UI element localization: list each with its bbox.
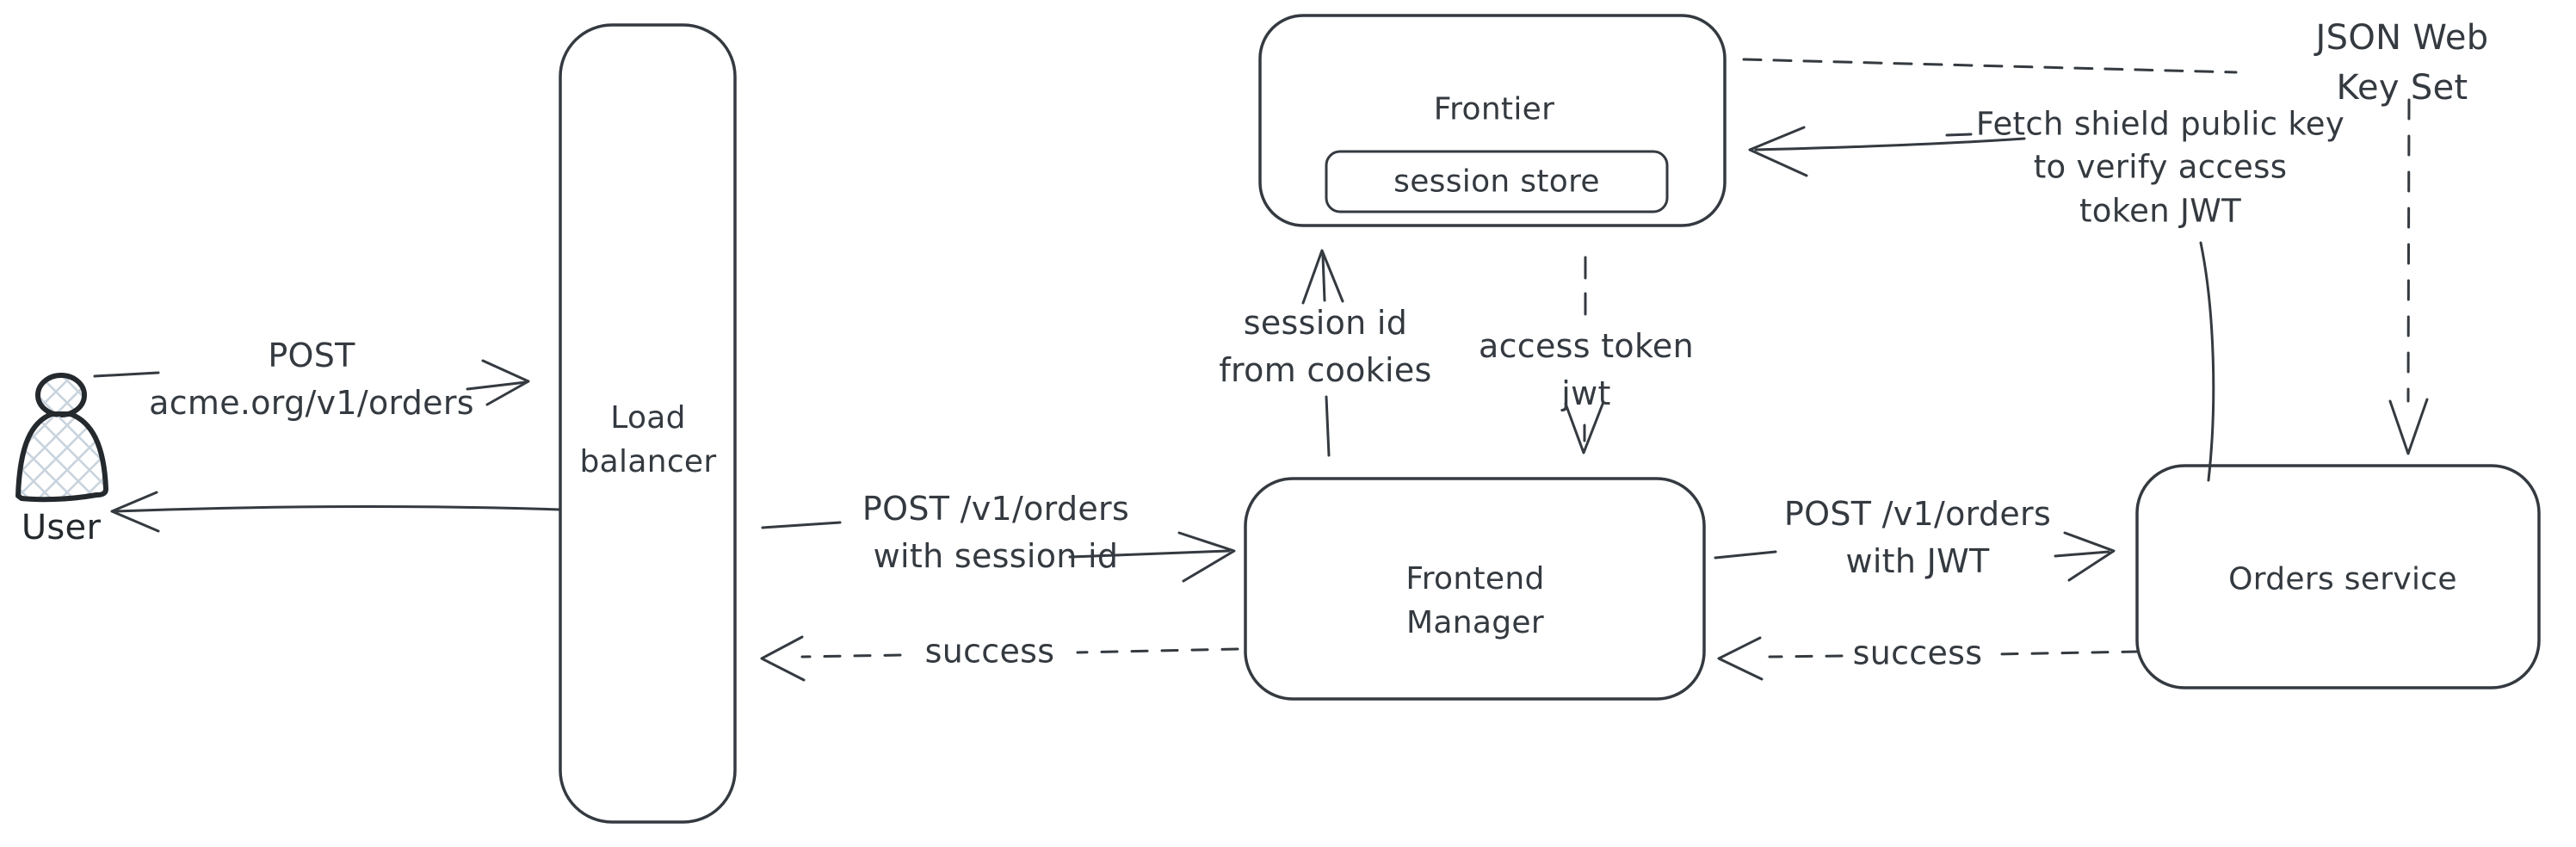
edge-label-access-token: access token jwt — [1479, 326, 1694, 412]
user-body-icon — [15, 411, 108, 503]
orders-service-label: Orders service — [2228, 561, 2457, 597]
edge-jwks-to-orders-arrowhead — [2388, 398, 2429, 455]
session-store-label: session store — [1393, 164, 1600, 200]
edge-fm-to-frontier — [1301, 249, 1344, 457]
frontend-manager-box — [1244, 477, 1706, 701]
user-head-icon — [35, 373, 87, 417]
orders-service-box — [2135, 464, 2541, 689]
edge-frontier-to-fm — [1564, 256, 1605, 454]
edge-label-post-acme: POST acme.org/v1/orders — [149, 336, 474, 422]
edge-orders-to-frontier-arrowhead — [1748, 126, 1808, 177]
edge-fm-to-orders — [1714, 531, 2116, 582]
edge-fm-to-frontier-line-lower — [1325, 395, 1331, 457]
edge-fm-to-lb-dashes-left — [800, 653, 902, 658]
edge-orders-to-fm-dashes-right — [1993, 650, 2140, 656]
edge-frontier-to-fm-arrowhead — [1564, 400, 1605, 454]
frontier-label: Frontier — [1433, 91, 1555, 127]
edge-label-fetch-key: Fetch shield public key to verify access… — [1975, 105, 2345, 230]
edge-fm-to-orders-arrowhead — [2063, 531, 2116, 582]
edge-orders-to-frontier — [1748, 126, 2215, 482]
edge-user-to-lb-line — [466, 380, 528, 391]
frontend-manager-label: Frontend Manager — [1405, 560, 1545, 640]
edge-lb-to-user — [110, 491, 561, 533]
edge-fm-to-frontier-line-upper — [1321, 254, 1326, 302]
user-label: User — [21, 508, 102, 547]
edge-fm-to-lb-arrowhead — [760, 635, 806, 682]
jwks-label: JSON Web Key Set — [2315, 18, 2489, 108]
session-store-box — [1325, 150, 1669, 213]
edge-jwks-to-orders — [2388, 98, 2429, 455]
edge-orders-to-fm-dashes-left — [1768, 654, 1844, 658]
edge-lb-to-fm-arrowhead — [1177, 531, 1236, 583]
edge-lb-to-fm-line — [1068, 549, 1231, 559]
edge-label-session-cookies: session id from cookies — [1219, 303, 1432, 389]
edge-lb-to-fm-stub — [761, 521, 842, 529]
edge-fm-to-lb — [760, 635, 1239, 682]
frontier-box — [1258, 14, 1727, 227]
edge-fm-to-frontier-arrowhead — [1301, 249, 1344, 305]
edge-user-to-lb-arrowhead — [481, 359, 530, 406]
edge-label-post-jwt: POST /v1/orders with JWT — [1783, 494, 2052, 580]
edge-lb-to-user-line — [114, 504, 561, 513]
edge-orders-to-fm — [1717, 636, 2140, 681]
edge-label-success-left: success — [924, 632, 1055, 671]
edge-jwks-to-orders-dashes — [2406, 98, 2411, 403]
edge-label-post-session-id: POST /v1/orders with session id — [862, 489, 1130, 575]
load-balancer-box — [559, 23, 737, 824]
edge-orders-to-frontier-line — [1754, 137, 2026, 151]
edge-fm-to-lb-dashes-right — [1076, 647, 1239, 654]
edge-label-success-right: success — [1852, 634, 1983, 672]
edge-fm-to-orders-stub — [1714, 550, 1777, 560]
edge-user-to-lb — [93, 359, 530, 406]
edge-fm-to-orders-line — [2054, 550, 2110, 558]
edge-jwks-to-frontier — [1742, 58, 2238, 74]
edge-lb-to-user-arrowhead — [110, 491, 160, 533]
load-balancer-label: Load balancer — [579, 399, 717, 479]
edge-orders-to-fm-arrowhead — [1717, 636, 1764, 681]
user-figure — [15, 373, 108, 503]
edge-lb-to-fm — [761, 521, 1236, 583]
edge-jwks-to-frontier-dashes — [1742, 58, 2238, 74]
edge-orders-to-frontier-vertical — [2199, 241, 2215, 482]
edge-user-to-lb-stub — [93, 371, 160, 378]
edge-orders-to-frontier-stub — [1945, 133, 1973, 137]
